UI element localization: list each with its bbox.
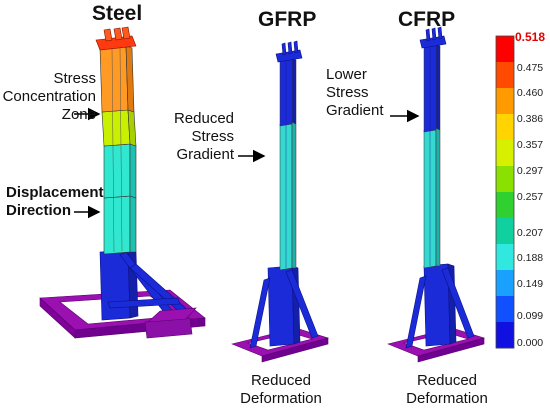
- legend-swatch: [496, 244, 514, 271]
- legend-swatch: [496, 218, 514, 245]
- annotation-stress-concentration: Stress Concentration Zone: [2, 70, 96, 123]
- annotation-gfrp-reduced-deformation: Reduced Deformation: [240, 372, 322, 407]
- legend-swatch: [496, 296, 514, 323]
- cfrp-top-cap: [419, 26, 447, 49]
- steel-model: [39, 26, 206, 339]
- legend-swatch: [496, 62, 514, 89]
- legend-value: 0.297: [516, 165, 544, 177]
- legend-swatch: [496, 140, 514, 167]
- steel-column: [99, 45, 137, 255]
- gfrp-lower-frame: [249, 265, 319, 349]
- steel-top-cap: [95, 26, 137, 51]
- legend-swatch: [496, 114, 514, 141]
- legend-value: 0.149: [516, 278, 544, 290]
- title-cfrp: CFRP: [398, 8, 456, 31]
- title-gfrp: GFRP: [258, 8, 317, 31]
- legend-value: 0.000: [516, 337, 544, 349]
- legend-value: 0.357: [516, 139, 544, 151]
- annotation-displacement-direction: Displacement Direction: [6, 184, 104, 219]
- legend-swatch: [496, 166, 514, 193]
- legend-swatch: [496, 36, 514, 63]
- legend-value: 0.460: [516, 87, 544, 99]
- gfrp-top-cap: [275, 40, 303, 63]
- gfrp-column: [279, 57, 297, 271]
- gfrp-model: [231, 40, 330, 363]
- annotation-arrows: [74, 107, 420, 219]
- legend-frame: [495, 35, 515, 349]
- legend-swatch: [496, 88, 514, 115]
- legend-value: 0.207: [516, 227, 544, 239]
- annotation-reduced-stress-gradient: Reduced Stress Gradient: [173, 110, 234, 163]
- legend-max-value: 0.518: [514, 30, 546, 44]
- legend-swatch: [496, 270, 514, 297]
- annotation-cfrp-reduced-deformation: Reduced Deformation: [406, 372, 488, 407]
- legend-swatch: [496, 192, 514, 219]
- legend-value: 0.475: [516, 62, 544, 74]
- legend-swatch: [496, 322, 514, 349]
- legend-value: 0.386: [516, 113, 544, 125]
- steel-lower-frame: [99, 249, 197, 339]
- cfrp-lower-frame: [405, 263, 475, 349]
- legend-value: 0.257: [516, 191, 544, 203]
- title-steel: Steel: [92, 2, 143, 25]
- annotation-lower-stress-gradient: Lower Stress Gradient: [326, 66, 384, 119]
- legend-value: 0.099: [516, 310, 544, 322]
- cfrp-column: [423, 43, 441, 269]
- legend-color-bar: [495, 35, 515, 349]
- cfrp-model: [387, 26, 486, 363]
- legend-value: 0.188: [516, 252, 544, 264]
